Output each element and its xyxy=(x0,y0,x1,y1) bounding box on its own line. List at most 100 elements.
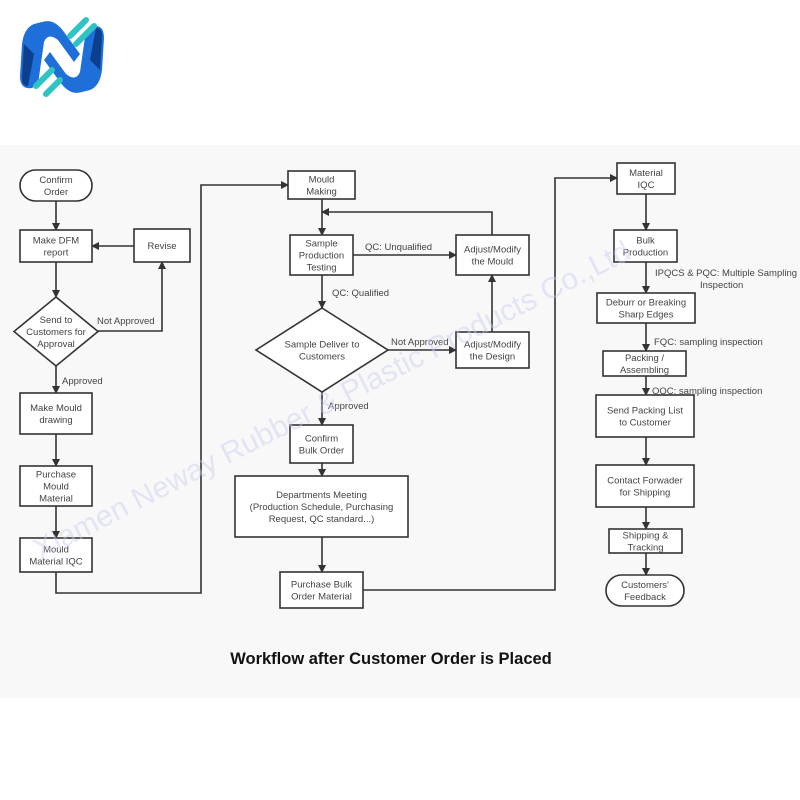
node-label: Mould xyxy=(43,545,69,556)
process-shape xyxy=(19,229,93,263)
edge-label-qc-qualified: QC: Qualified xyxy=(332,288,389,299)
process-shape xyxy=(289,234,354,276)
connector-arrow xyxy=(363,174,618,591)
node-label: Confirm xyxy=(305,434,338,445)
terminal-shape xyxy=(19,169,93,202)
node-label: Sample xyxy=(305,239,337,250)
node-label: Send to xyxy=(40,315,73,326)
diagram-title: Workflow after Customer Order is Placed xyxy=(230,650,552,668)
node-label: Purchase Bulk xyxy=(291,580,353,591)
node-label: Deburr or Breaking xyxy=(606,298,686,309)
node-label: drawing xyxy=(39,415,72,426)
decision-shape xyxy=(254,307,390,393)
node-label: Make DFM xyxy=(33,236,80,247)
process-shape xyxy=(287,170,356,200)
process-shape xyxy=(455,331,530,369)
node-label: for Shipping xyxy=(620,488,671,499)
node-label: Testing xyxy=(306,263,336,274)
process-shape xyxy=(595,464,695,508)
connector-arrow xyxy=(321,208,493,235)
node-label: Approval xyxy=(37,339,75,350)
node-revise: Revise xyxy=(133,228,191,263)
process-shape xyxy=(602,350,687,377)
node-label: Order Material xyxy=(291,592,352,603)
node-packing: Packing /Assembling xyxy=(602,350,687,377)
node-label: report xyxy=(44,248,69,259)
node-label: Shipping & xyxy=(623,531,670,542)
node-label: Material IQC xyxy=(29,557,82,568)
connector-arrow xyxy=(55,181,289,594)
node-label: Customers for xyxy=(26,327,86,338)
process-shape xyxy=(279,571,364,609)
process-shape xyxy=(455,234,530,276)
process-shape xyxy=(596,292,696,324)
node-label: Revise xyxy=(147,241,176,252)
node-departments-meeting: Departments Meeting(Production Schedule,… xyxy=(234,475,409,538)
process-shape xyxy=(613,229,678,263)
process-shape xyxy=(19,392,93,435)
node-label: IQC xyxy=(638,180,655,191)
node-label: (Production Schedule, Purchasing xyxy=(250,502,394,513)
edge-label-not-approved-2: Not Approved xyxy=(391,337,449,348)
node-label: Confirm xyxy=(39,175,72,186)
node-label: Request, QC standard...) xyxy=(269,514,375,525)
process-shape xyxy=(289,424,354,464)
node-customers-feedback: Customers'Feedback xyxy=(605,574,685,607)
node-label: Adjust/Modify xyxy=(464,245,521,256)
node-label: Customers xyxy=(299,352,345,363)
node-label: Making xyxy=(306,187,337,198)
edge-label-not-approved-1: Not Approved xyxy=(97,316,155,327)
node-label: Contact Forwader xyxy=(607,476,683,487)
terminal-shape xyxy=(605,574,685,607)
node-label: Tracking xyxy=(627,543,663,554)
node-label: Sharp Edges xyxy=(619,310,674,321)
node-label: Mould xyxy=(43,482,69,493)
process-shape xyxy=(19,465,93,507)
node-label: Production xyxy=(299,251,344,262)
edge-label-oqc: OQC: sampling inspection xyxy=(652,386,762,397)
node-label: Material xyxy=(629,168,663,179)
node-label: to Customer xyxy=(619,418,671,429)
edge-label-approved-1: Approved xyxy=(62,376,103,387)
node-label: Make Mould xyxy=(30,403,82,414)
process-shape xyxy=(616,162,676,195)
node-label: the Design xyxy=(470,352,515,363)
process-shape xyxy=(234,475,409,538)
process-shape xyxy=(19,537,93,573)
edge-label-fqc: FQC: sampling inspection xyxy=(654,337,763,348)
node-label: Bulk xyxy=(636,236,655,247)
node-label: Sample Deliver to xyxy=(285,340,360,351)
connector-arrow xyxy=(98,261,166,332)
process-shape xyxy=(595,394,695,438)
edge-label-ipqcs-pqc: Inspection xyxy=(700,280,743,291)
edge-label-qc-unqualified: QC: Unqualified xyxy=(365,242,432,253)
node-label: Production xyxy=(623,248,668,259)
edge-label-approved-2: Approved xyxy=(328,401,369,412)
decision-shape xyxy=(12,295,100,368)
edge-label-ipqcs-pqc: IPQCS & PQC: Multiple Sampling xyxy=(655,268,797,279)
node-label: Order xyxy=(44,187,68,198)
node-label: Packing / xyxy=(625,353,664,364)
node-label: Bulk Order xyxy=(299,446,344,457)
node-label: Customers' xyxy=(621,580,669,591)
node-shipping-tracking: Shipping &Tracking xyxy=(608,528,683,554)
